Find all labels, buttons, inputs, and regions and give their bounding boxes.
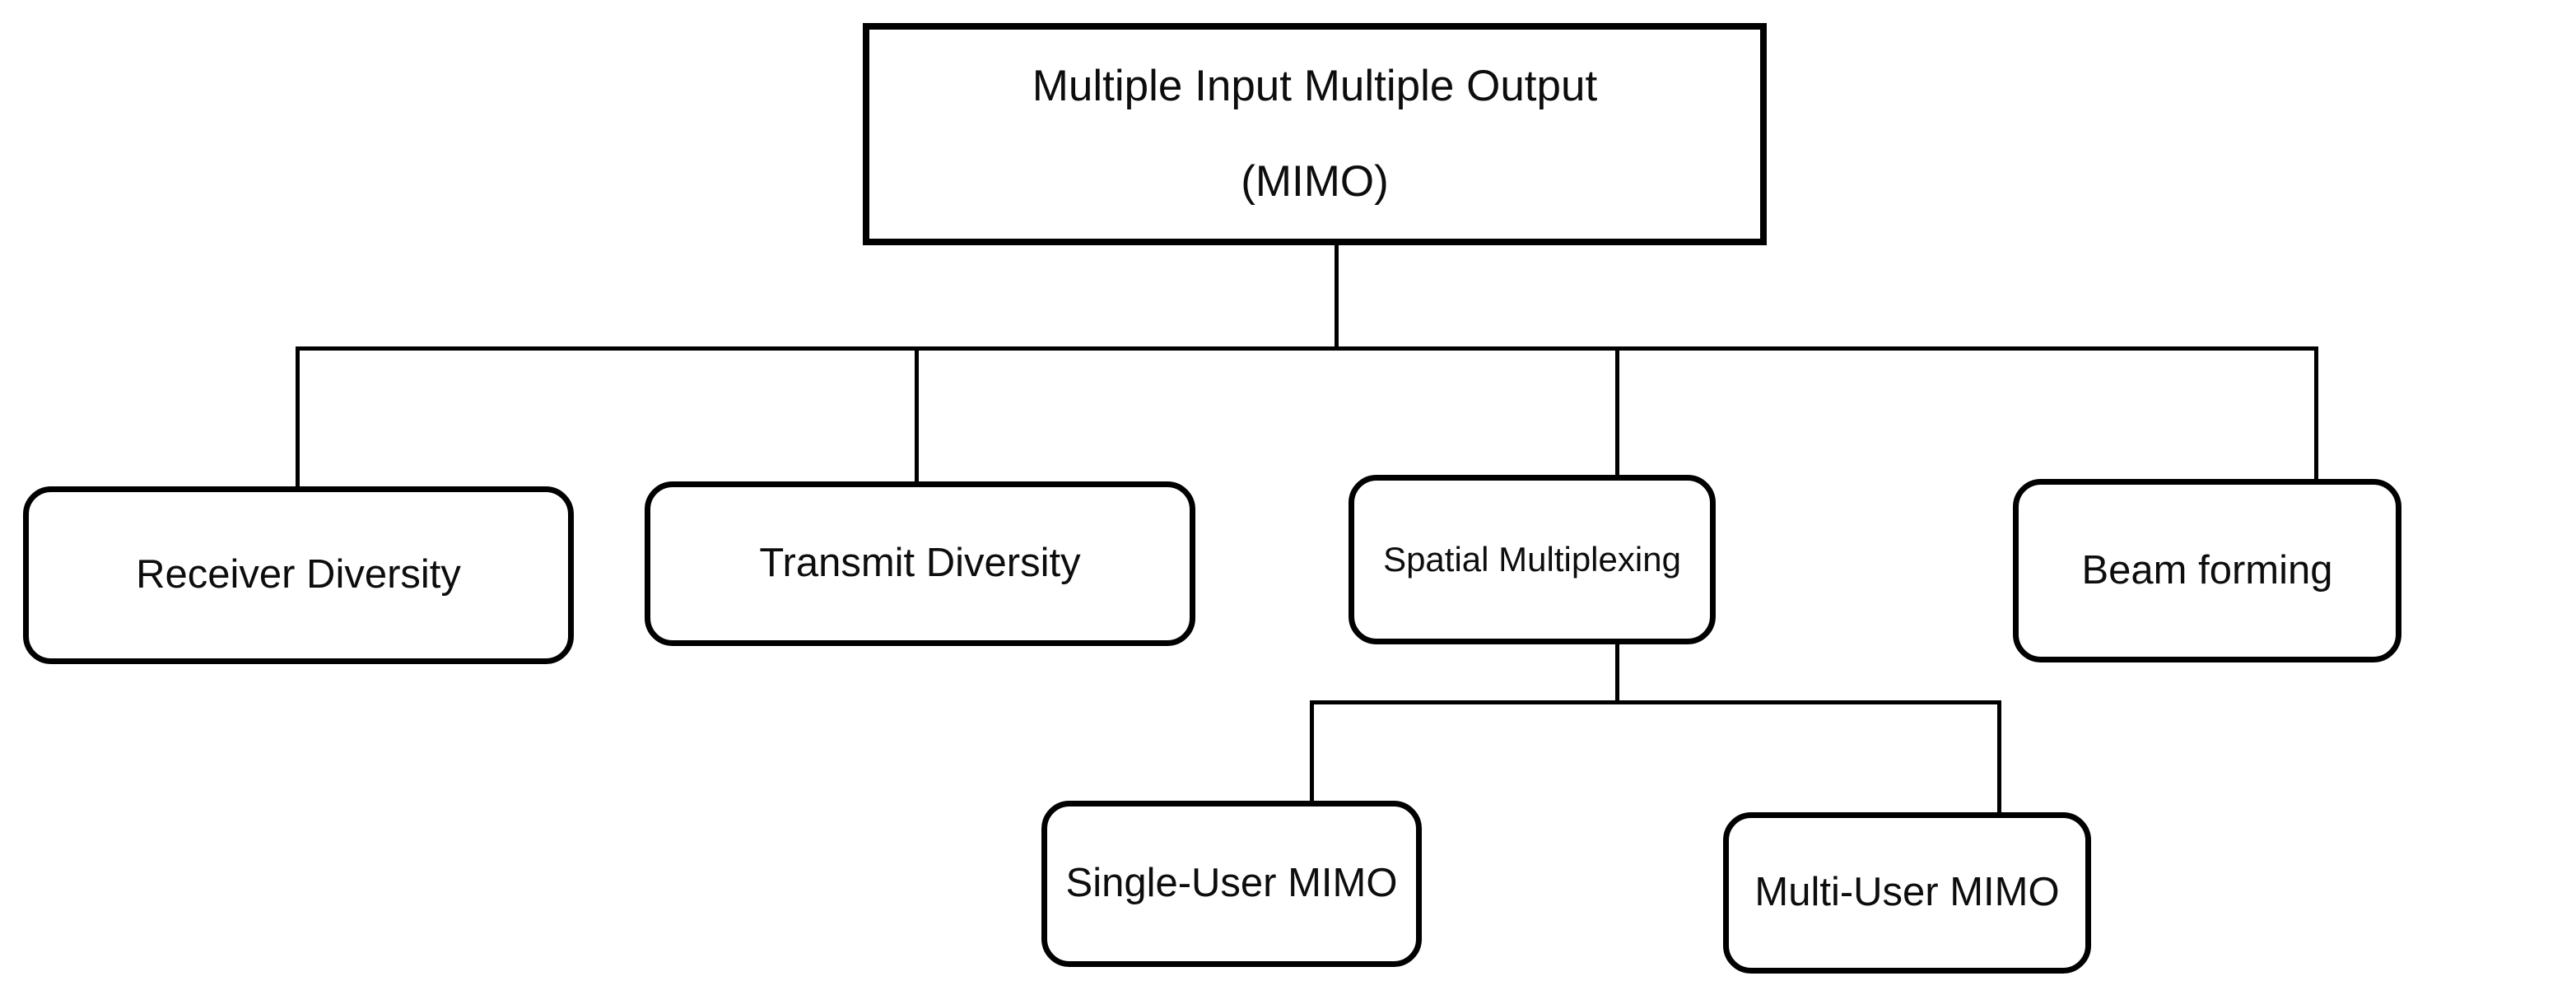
node-single-user-mimo[interactable]: Single-User MIMO <box>1041 801 1422 967</box>
node-mimo-root-line-2: (MIMO) <box>1241 157 1389 206</box>
node-spatial-multiplexing[interactable]: Spatial Multiplexing <box>1349 475 1716 644</box>
node-transmit-diversity-label: Transmit Diversity <box>759 541 1081 586</box>
node-mimo-root[interactable]: Multiple Input Multiple Output (MIMO) <box>863 23 1767 245</box>
connector-root-to-bus <box>1335 244 1339 350</box>
connector-level2-bus <box>296 346 2318 351</box>
connector-bus-to-beam-forming <box>2314 346 2318 480</box>
node-beam-forming-label: Beam forming <box>2081 547 2333 593</box>
connector-bus-to-multi-user-mimo <box>1997 700 2001 812</box>
connector-level3-bus <box>1310 700 2001 704</box>
node-beam-forming[interactable]: Beam forming <box>2013 479 2401 662</box>
node-receiver-diversity-label: Receiver Diversity <box>136 552 461 597</box>
node-mimo-root-line-1: Multiple Input Multiple Output <box>1032 61 1598 110</box>
node-spatial-multiplexing-label: Spatial Multiplexing <box>1383 540 1681 579</box>
connector-spatial-to-bus <box>1615 643 1619 704</box>
connector-bus-to-single-user-mimo <box>1310 700 1314 802</box>
connector-bus-to-spatial-multiplexing <box>1615 346 1619 476</box>
connector-bus-to-transmit-diversity <box>915 346 919 483</box>
connector-bus-to-receiver-diversity <box>296 346 300 488</box>
node-transmit-diversity[interactable]: Transmit Diversity <box>645 481 1195 646</box>
node-multi-user-mimo-label: Multi-User MIMO <box>1754 870 2060 915</box>
node-receiver-diversity[interactable]: Receiver Diversity <box>23 486 574 664</box>
node-single-user-mimo-label: Single-User MIMO <box>1065 861 1398 906</box>
node-multi-user-mimo[interactable]: Multi-User MIMO <box>1723 812 2091 974</box>
